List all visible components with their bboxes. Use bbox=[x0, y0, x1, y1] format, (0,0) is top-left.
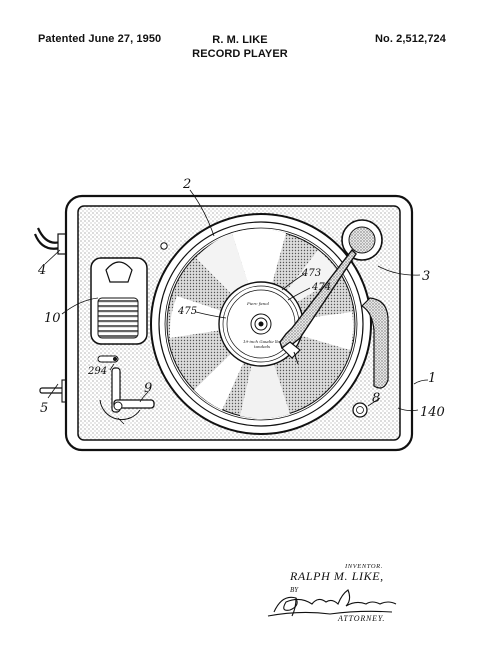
tone-arm bbox=[279, 219, 383, 365]
patent-date: Patented June 27, 1950 bbox=[38, 33, 162, 45]
speed-control bbox=[99, 367, 155, 425]
numeral-4: 4 bbox=[37, 263, 46, 278]
start-button bbox=[352, 402, 368, 418]
numeral-3: 3 bbox=[422, 269, 430, 284]
numeral-5: 5 bbox=[40, 401, 48, 416]
numeral-1: 1 bbox=[428, 371, 436, 386]
side-lever bbox=[39, 379, 69, 403]
inventor-short-name: R. M. LIKE bbox=[212, 34, 268, 46]
label-text-1: Pierc fanol bbox=[246, 301, 270, 306]
numeral-9: 9 bbox=[144, 381, 152, 396]
numeral-475: 475 bbox=[177, 306, 197, 317]
inventor-full-name: RALPH M. LIKE, bbox=[290, 569, 384, 583]
header-center: R. M. LIKE RECORD PLAYER bbox=[0, 33, 480, 61]
by-label: BY bbox=[290, 586, 299, 594]
leader-lines bbox=[44, 189, 429, 412]
patent-title: RECORD PLAYER bbox=[192, 48, 288, 60]
numeral-140: 140 bbox=[420, 405, 445, 420]
numeral-2: 2 bbox=[182, 177, 191, 192]
indicator-buttons bbox=[97, 355, 119, 363]
patent-number: No. 2,512,724 bbox=[374, 33, 446, 45]
numeral-10: 10 bbox=[44, 311, 61, 326]
numeral-473: 473 bbox=[301, 268, 321, 279]
numeral-294: 294 bbox=[87, 366, 107, 377]
speaker-unit bbox=[90, 257, 148, 345]
arm-rest bbox=[361, 297, 389, 389]
numeral-8: 8 bbox=[372, 391, 380, 406]
label-text-3: tandeds bbox=[254, 344, 270, 349]
inventor-label: INVENTOR. bbox=[345, 563, 383, 570]
power-cord bbox=[33, 227, 67, 255]
numeral-474: 474 bbox=[311, 282, 331, 293]
attorney-label: ATTORNEY. bbox=[338, 614, 386, 623]
attorney-signature bbox=[267, 589, 397, 617]
label-text-2: 19-inch Gaudie lbs bbox=[243, 339, 281, 344]
